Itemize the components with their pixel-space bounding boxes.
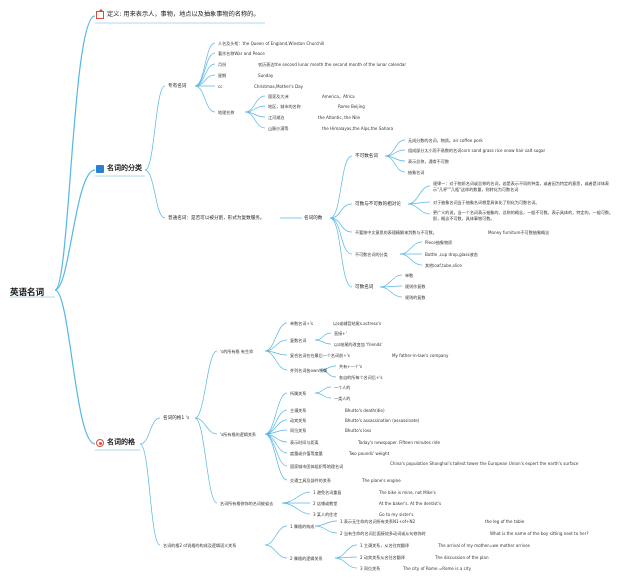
of-logic-row[interactable]: 3 同位关系	[360, 566, 381, 571]
possessive-icon	[96, 439, 104, 447]
of-logic-example: The city of Rome =Rome is a city	[403, 566, 472, 571]
ending-sub[interactable]: 直接+'	[334, 331, 347, 336]
ending-sub[interactable]: 以s结尾的改变加 'friends'	[334, 342, 383, 347]
month-example: 农历表达the second lunar month the second mo…	[258, 62, 407, 67]
root-topic[interactable]: 英语名词	[10, 288, 45, 298]
ending-example: 以s或辅音结尾s.actress's	[333, 321, 382, 326]
logic-row[interactable]: 度量或价值等度量	[290, 451, 323, 456]
of-structure-row[interactable]: 1 表示无生命的名词所有关系N1+of+N2	[340, 519, 416, 524]
geo-label[interactable]: 地区，城市的名称	[268, 104, 301, 109]
logic-example: Bhutto's death(die)	[345, 408, 385, 413]
countable-item[interactable]: 单数	[405, 273, 414, 278]
of-logic-row[interactable]: 2 动宾关系从名往名翻译	[360, 555, 405, 560]
omission-row[interactable]: 2 店铺或教堂	[313, 501, 338, 506]
proper-item[interactable]: 著作名称War and Peace	[218, 51, 265, 56]
logic-example: China's population Shanghai's tallest to…	[390, 461, 579, 466]
chinese-note-label[interactable]: 不要按中文意思的表理精解来判数与不可数。	[355, 230, 437, 235]
uncountable-class-label[interactable]: 不可数名词的分类	[355, 252, 388, 257]
logic-row[interactable]: 表示时间与距离	[290, 440, 319, 445]
uncountable-item[interactable]: 组成部分太小而不易数的名词corn sand grass rice snow h…	[408, 148, 546, 153]
logic-row[interactable]: 所属关系	[290, 391, 307, 396]
ending-sub[interactable]: 共有+一个's	[339, 364, 363, 369]
omission-row[interactable]: 3 某人的住宅	[313, 512, 338, 517]
home-icon	[96, 9, 104, 19]
ending-example: My father-in-law's company	[392, 353, 449, 358]
of-structure-example: What is the name of the boy sitting next…	[490, 531, 589, 536]
of-logic-example: The arrival of my mother=we mother arriv…	[438, 543, 530, 548]
chinese-note-example: Money furniture不可数抽象概念	[488, 230, 550, 235]
of-logic-example: The discussion of the plan	[435, 555, 489, 560]
geo-label[interactable]: 江河湖泊	[268, 115, 285, 120]
week-example: Sunday	[258, 73, 274, 78]
cc-example: Christmas,Mother's Day	[254, 84, 304, 89]
logic-example: Two pounds' weight	[349, 451, 390, 456]
logic-example: Bhutto's loss	[345, 428, 372, 433]
classification-icon	[96, 165, 104, 173]
uncountable-label[interactable]: 不可数名词	[355, 154, 378, 159]
of-form-label[interactable]: 名词的格2 of说格的构成及逻辑语义关系	[163, 543, 237, 548]
proper-item[interactable]: 星期	[218, 73, 227, 78]
logic-sub[interactable]: 一类人的	[334, 396, 351, 401]
noun-number-label[interactable]: 名词的数	[304, 216, 323, 221]
countability-rule[interactable]: 规律一：对于物质名词或总称的名词，若是表示不同的种类，或者因为特定的意思，或者是…	[433, 181, 610, 192]
countable-label[interactable]: 可数名词	[355, 285, 374, 290]
countability-rule[interactable]: 更广义的说，当一个名词表示抽象的、总称的概念，一般不可数。表示具体的，特定的，一…	[433, 210, 614, 221]
common-noun-label[interactable]: 普通名词：是否可以被分割，形式为复数服务。	[168, 216, 265, 221]
ending-row[interactable]: 复数名词	[290, 338, 307, 343]
proper-item[interactable]: 地理名称	[218, 110, 235, 115]
proper-item[interactable]: 月份	[218, 62, 227, 67]
logic-row[interactable]: 动宾关系	[290, 418, 307, 423]
logic-row[interactable]: 国家城市团体组织等地理名词	[290, 464, 344, 469]
ending-sub[interactable]: 各自的所每个名词后+'s	[339, 375, 383, 380]
omission-example: The bike is mine, not Mike's	[379, 490, 436, 495]
of-structure-example: the leg of the table	[485, 519, 525, 524]
s-logic-label[interactable]: 's所有格的逻辑关系	[220, 432, 257, 437]
logic-sub[interactable]: 一个人的	[334, 385, 351, 390]
geo-example: the Atlantic, the Nile	[318, 115, 361, 120]
of-logic-row[interactable]: 1 主谓关系，从名往宾翻译	[360, 543, 409, 548]
geo-example: the Himalayas,the Alps,the Sahara	[322, 126, 394, 131]
logic-example: Today's newspaper. Fifteen minutes ride	[358, 440, 441, 445]
measure-item[interactable]: Bottle ,cup drop,glass液态	[425, 252, 478, 257]
countability-rule[interactable]: 对于抽象名词当于抽象名词哪是具体化了则化为可数名词。	[433, 200, 540, 205]
measure-item[interactable]: Piece抽象物质	[425, 240, 453, 245]
s-form-label[interactable]: 名词的格1 's	[163, 416, 190, 421]
logic-row[interactable]: 交通工具及部件的关系	[290, 478, 331, 483]
proper-item[interactable]: 人名及头衔：the Queen of England,Winston Churc…	[218, 41, 325, 46]
geo-label[interactable]: 山脉沙漠等	[268, 126, 289, 131]
geo-label[interactable]: 国家及大洲	[268, 94, 289, 99]
omission-example: Go to my sister's	[379, 512, 414, 517]
of-structure-row[interactable]: 2 当有生命的名词后面接较多动词或从句修饰时	[340, 531, 426, 536]
ending-row[interactable]: 复合名词在在最后一个名词前+'s	[290, 353, 350, 358]
logic-row[interactable]: 同位关系	[290, 428, 307, 433]
countable-item[interactable]: 规则的复数	[405, 295, 426, 300]
measure-item[interactable]: 其他loaf,tube,slice	[425, 263, 462, 268]
geo-example: Rome Beijing	[338, 104, 365, 109]
geo-example: America，Africa	[322, 94, 355, 99]
classification-topic[interactable]: 名词的分类	[107, 164, 142, 172]
proper-item[interactable]: cc	[218, 84, 223, 89]
uncountable-item[interactable]: 抽象名词	[408, 170, 425, 175]
of-structure-label[interactable]: 1 属格的构成	[290, 524, 315, 529]
countable-item[interactable]: 规则作复数	[405, 284, 426, 289]
s-ending-label[interactable]: 's的所有格 有生命	[220, 349, 254, 354]
logic-example: Bhutto's assassination (assassinate)	[345, 418, 420, 423]
uncountable-item[interactable]: 表示总称，通常不可数	[408, 159, 449, 164]
of-logic-label[interactable]: 2 属格的逻辑关系	[290, 556, 323, 561]
omission-example: At the baker's. At the dentist's	[379, 501, 442, 506]
ending-row[interactable]: 单数名词+'s	[290, 321, 314, 326]
ending-row[interactable]: 并列名词各own领属	[290, 368, 328, 373]
proper-noun-label[interactable]: 专有名词	[168, 84, 187, 89]
logic-row[interactable]: 主谓关系	[290, 408, 307, 413]
uncountable-item[interactable]: 无成分数的名词，物质。air coffee pork	[408, 138, 483, 143]
possessive-topic[interactable]: 名词的格	[107, 438, 135, 446]
relative-countability-label[interactable]: 可数与不可数的相对论	[355, 202, 401, 207]
definition-topic[interactable]: 定义: 用来表示人，事物，地点以及抽象事物的名称的。	[107, 11, 260, 18]
omission-row[interactable]: 1 避免名词重复	[313, 490, 342, 495]
logic-example: The plane's engine	[362, 478, 401, 483]
omission-label[interactable]: 名词所有格修饰的名词被省去	[220, 501, 274, 506]
